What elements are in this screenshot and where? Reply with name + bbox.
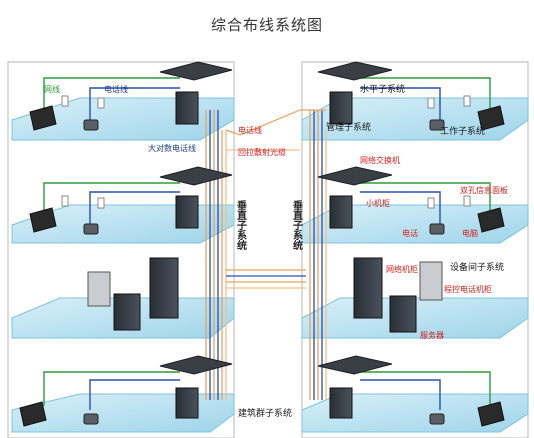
label-work-area-subsystem: 工作子系统 (440, 125, 485, 137)
label-phone: 电话 (402, 228, 418, 238)
server-icon (113, 293, 417, 333)
label-network-cabinet: 网络机柜 (386, 264, 418, 274)
label-big-pair-phone-line: 大对数电话线 (148, 143, 196, 153)
left-horizontal-cables (43, 77, 180, 410)
small-cabinet-icon (175, 91, 353, 419)
phone-cabinet-icon (87, 261, 443, 307)
label-dual-port-panel: 双孔信息面板 (460, 185, 508, 195)
right-vertical-cables (309, 110, 327, 400)
label-network-line: 网线 (44, 84, 60, 94)
diagram-title: 综合布线系统图 (210, 16, 323, 34)
left-floor-4 (11, 393, 235, 433)
building-link-cables (225, 109, 326, 289)
phone-icon (83, 119, 445, 425)
right-horizontal-cables (360, 77, 491, 410)
left-vertical-cables (205, 110, 227, 400)
label-right-vertical-subsystem: 垂直子系统 (291, 199, 303, 251)
label-program-phone-cabinet: 程控电话机柜 (444, 284, 492, 294)
label-power-line: 电话线 (238, 125, 262, 135)
label-server: 服务器 (420, 330, 444, 340)
label-building-group: 建筑群子系统 (238, 407, 292, 419)
label-indoor-fiber: 回拉敷射光缆 (238, 147, 286, 157)
label-small-cabinet: 小机柜 (366, 198, 390, 208)
network-cabinet-icon (149, 257, 383, 319)
label-network-switch: 网络交换机 (360, 155, 400, 165)
info-panel-icon (61, 95, 471, 209)
label-management-subsystem: 管理子系统 (326, 121, 371, 133)
label-left-vertical-subsystem: 垂直子系统 (235, 199, 247, 251)
label-phone-line: 电话线 (104, 84, 128, 94)
right-building-outline (301, 61, 529, 438)
left-building-outline (7, 61, 235, 438)
laptop-icon (19, 105, 505, 427)
label-equipment-room: 设备间子系统 (450, 261, 504, 273)
label-horizontal-subsystem: 水平子系统 (360, 83, 405, 95)
label-computer: 电脑 (462, 228, 478, 238)
switch-icon (159, 61, 393, 375)
